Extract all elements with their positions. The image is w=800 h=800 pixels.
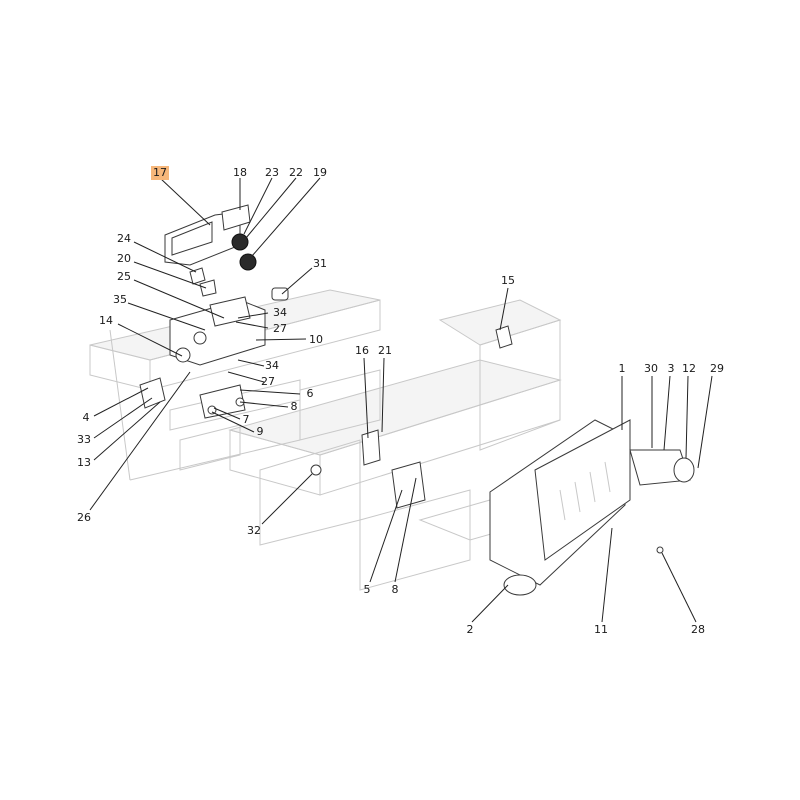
callout-6[interactable]: 6	[307, 387, 314, 400]
callout-21[interactable]: 21	[378, 344, 392, 357]
callout-33[interactable]: 33	[77, 433, 91, 446]
callout-14[interactable]: 14	[99, 314, 113, 327]
callout-28[interactable]: 28	[691, 623, 705, 636]
callout-27-upper[interactable]: 27	[273, 322, 287, 335]
callout-31[interactable]: 31	[313, 257, 327, 270]
callout-8-left[interactable]: 8	[291, 400, 298, 413]
callout-23[interactable]: 23	[265, 166, 279, 179]
callout-1[interactable]: 1	[619, 362, 626, 375]
side-panel	[489, 419, 695, 596]
callout-2[interactable]: 2	[467, 623, 474, 636]
callout-18[interactable]: 18	[233, 166, 247, 179]
callout-35[interactable]: 35	[113, 293, 127, 306]
callout-29[interactable]: 29	[710, 362, 724, 375]
chassis-ghost	[89, 289, 612, 591]
callout-3[interactable]: 3	[668, 362, 675, 375]
callout-30[interactable]: 30	[644, 362, 658, 375]
callout-8-right[interactable]: 8	[392, 583, 399, 596]
callout-9[interactable]: 9	[257, 425, 264, 438]
callout-32[interactable]: 32	[247, 524, 261, 537]
callout-5[interactable]: 5	[364, 583, 371, 596]
callout-27-lower[interactable]: 27	[261, 375, 275, 388]
dashboard-parts	[139, 204, 289, 419]
callout-7[interactable]: 7	[243, 413, 250, 426]
callout-22[interactable]: 22	[289, 166, 303, 179]
callout-11[interactable]: 11	[594, 623, 608, 636]
callout-16[interactable]: 16	[355, 344, 369, 357]
callout-34-lower[interactable]: 34	[265, 359, 279, 372]
callout-4[interactable]: 4	[83, 411, 90, 424]
callout-13[interactable]: 13	[77, 456, 91, 469]
callout-19[interactable]: 19	[313, 166, 327, 179]
callout-17[interactable]: 17	[153, 166, 167, 179]
callout-34-upper[interactable]: 34	[273, 306, 287, 319]
callout-26[interactable]: 26	[77, 511, 91, 524]
callout-15[interactable]: 15	[501, 274, 515, 287]
callout-24[interactable]: 24	[117, 232, 131, 245]
callout-labels: 17 18 23 22 19 24 20 25 31 35 34 27 14 1…	[77, 166, 724, 636]
callout-12[interactable]: 12	[682, 362, 696, 375]
callout-10[interactable]: 10	[309, 333, 323, 346]
highlight-box	[151, 166, 169, 180]
callout-25[interactable]: 25	[117, 270, 131, 283]
callout-20[interactable]: 20	[117, 252, 131, 265]
leader-lines	[89, 177, 713, 623]
